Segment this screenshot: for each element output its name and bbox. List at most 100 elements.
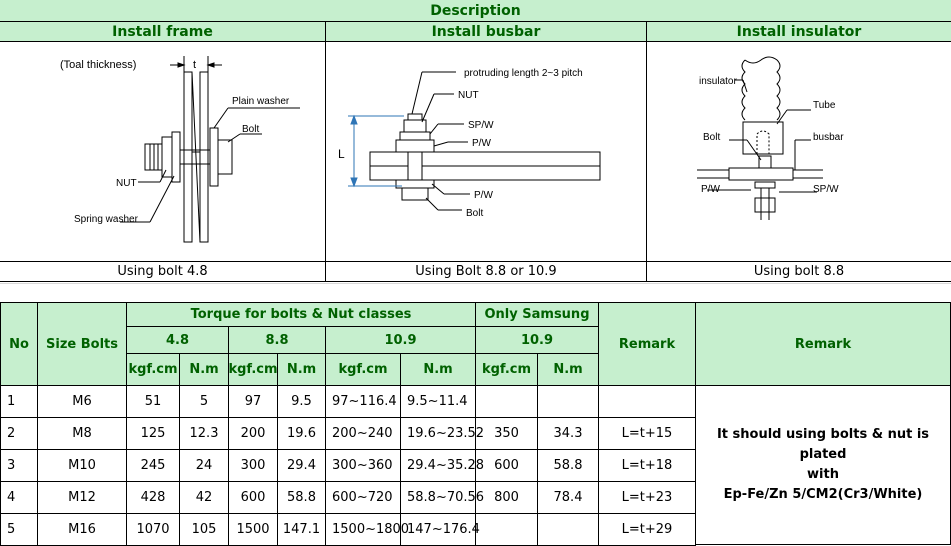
busbar-diagram: protruding length 2~3 pitch NUT SP/W P/W…	[338, 68, 601, 219]
table-cell-d: 9.5	[277, 385, 326, 418]
remark-line-3: Ep-Fe/Zn 5/CM2(Cr3/White)	[723, 487, 923, 502]
remark-plating-note: It should using bolts & nut is plated wi…	[695, 385, 951, 545]
insulator-label-insulator: insulator	[699, 76, 737, 87]
frame-caption: Using bolt 4.8	[0, 262, 326, 282]
table-cell-a: 1070	[126, 513, 180, 546]
table-cell-size: M6	[37, 385, 127, 418]
table-cell-r: L=t+29	[598, 513, 696, 546]
table-cell-no: 1	[0, 385, 38, 418]
busbar-label-pw-bottom: P/W	[474, 190, 493, 201]
table-cell-r: L=t+15	[598, 417, 696, 450]
table-cell-g	[475, 385, 538, 418]
unit-header-nm: N.m	[400, 353, 476, 386]
insulator-busbar	[728, 167, 794, 181]
table-cell-e: 200~240	[325, 417, 401, 450]
table-cell-h: 34.3	[537, 417, 599, 450]
frame-label-thickness: (Toal thickness)	[60, 59, 136, 71]
class-header-10-9-samsung: 10.9	[475, 326, 599, 354]
table-cell-r: L=t+23	[598, 481, 696, 514]
col-header-remark-1: Remark	[598, 302, 696, 386]
frame-label-t: t	[193, 59, 196, 71]
busbar-drawing-panel	[326, 42, 647, 262]
table-cell-b: 42	[179, 481, 229, 514]
frame-plain-washer	[209, 127, 219, 187]
insulator-label-pw: P/W	[701, 184, 720, 195]
table-cell-r: L=t+18	[598, 449, 696, 482]
frame-spring-washer	[171, 131, 181, 183]
frame-diagram: (Toal thickness) t Plain washer Bolt NUT…	[60, 56, 300, 243]
unit-header-kgf: kgf.cm	[228, 353, 278, 386]
table-cell-a: 428	[126, 481, 180, 514]
insulator-label-bolt: Bolt	[703, 132, 720, 143]
table-cell-e: 300~360	[325, 449, 401, 482]
unit-header-kgf: kgf.cm	[475, 353, 538, 386]
busbar-label-bolt: Bolt	[466, 208, 483, 219]
table-cell-b: 12.3	[179, 417, 229, 450]
table-cell-h	[537, 385, 599, 418]
busbar-lower-bar	[369, 165, 601, 181]
frame-drawing-panel	[0, 42, 326, 262]
frame-label-nut: NUT	[116, 178, 137, 189]
col-header-size: Size Bolts	[37, 302, 127, 386]
table-cell-h: 58.8	[537, 449, 599, 482]
table-cell-no: 4	[0, 481, 38, 514]
table-cell-g: 350	[475, 417, 538, 450]
spacer-row	[0, 283, 951, 284]
busbar-upper-bar	[369, 151, 601, 167]
insulator-caption: Using bolt 8.8	[647, 262, 951, 282]
table-cell-c: 600	[228, 481, 278, 514]
table-cell-c: 97	[228, 385, 278, 418]
table-cell-c: 1500	[228, 513, 278, 546]
install-insulator-title: Install insulator	[647, 22, 951, 42]
table-cell-no: 3	[0, 449, 38, 482]
table-cell-e: 600~720	[325, 481, 401, 514]
table-cell-a: 245	[126, 449, 180, 482]
table-cell-size: M16	[37, 513, 127, 546]
col-header-remark-2: Remark	[695, 302, 951, 386]
table-cell-g: 600	[475, 449, 538, 482]
table-cell-g	[475, 513, 538, 546]
frame-plate-left	[183, 71, 193, 243]
frame-plate-right	[199, 71, 209, 243]
insulator-label-tube: Tube	[813, 100, 836, 111]
table-cell-size: M10	[37, 449, 127, 482]
description-header: Description	[0, 0, 951, 22]
remark-line-2: with	[807, 467, 839, 482]
table-cell-c: 300	[228, 449, 278, 482]
busbar-label-pw-top: P/W	[472, 138, 491, 149]
insulator-diagram: insulator Tube Bolt busbar P/W SP/W	[697, 56, 844, 220]
busbar-label-spw: SP/W	[468, 120, 494, 131]
table-cell-a: 51	[126, 385, 180, 418]
frame-bolt-head	[217, 139, 233, 175]
install-busbar-title: Install busbar	[326, 22, 647, 42]
insulator-body	[741, 56, 781, 121]
install-frame-title: Install frame	[0, 22, 326, 42]
insulator-tube	[742, 121, 784, 155]
only-samsung-header: Only Samsung	[475, 302, 599, 327]
table-cell-a: 125	[126, 417, 180, 450]
table-cell-no: 2	[0, 417, 38, 450]
insulator-drawing-panel	[647, 42, 951, 262]
table-cell-f: 19.6~23.52	[400, 417, 484, 450]
busbar-label-protruding: protruding length 2~3 pitch	[464, 68, 583, 79]
table-cell-d: 58.8	[277, 481, 326, 514]
unit-header-nm: N.m	[537, 353, 599, 386]
frame-label-bolt: Bolt	[242, 124, 259, 135]
busbar-bolt-head	[401, 187, 429, 201]
table-cell-size: M12	[37, 481, 127, 514]
table-cell-b: 105	[179, 513, 229, 546]
busbar-caption: Using Bolt 8.8 or 10.9	[326, 262, 647, 282]
busbar-top-nut	[403, 119, 427, 133]
unit-header-nm: N.m	[277, 353, 326, 386]
table-cell-f: 147~176.4	[400, 513, 480, 546]
table-cell-g: 800	[475, 481, 538, 514]
insulator-label-busbar: busbar	[813, 132, 844, 143]
insulator-nut	[754, 197, 776, 213]
frame-label-spring-washer: Spring washer	[74, 214, 139, 225]
remark-line-1: It should using bolts & nut is plated	[716, 427, 930, 462]
frame-label-plain-washer: Plain washer	[232, 96, 290, 107]
frame-nut	[161, 136, 173, 178]
table-cell-h: 78.4	[537, 481, 599, 514]
table-cell-f: 29.4~35.28	[400, 449, 484, 482]
table-cell-e: 1500~1800	[325, 513, 409, 546]
